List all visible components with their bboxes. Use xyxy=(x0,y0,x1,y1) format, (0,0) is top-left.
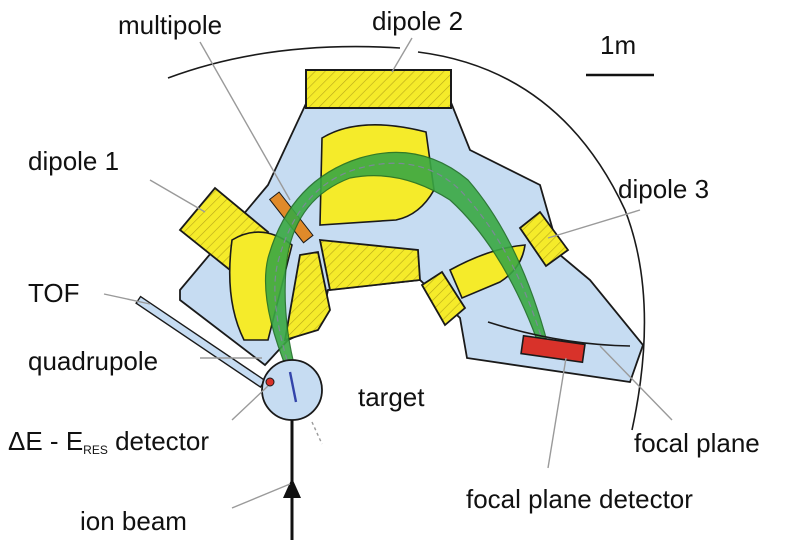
target-chamber xyxy=(261,359,323,421)
leader-dipole2 xyxy=(391,37,413,73)
label-focal-plane-detector: focal plane detector xyxy=(466,484,693,514)
dipole-3-yoke xyxy=(518,210,570,268)
leader-tof xyxy=(103,293,151,305)
dipole-3-inner-yoke xyxy=(420,270,467,327)
label-detector: ΔE - ERES detector xyxy=(8,426,209,457)
label-detector-prefix: ΔE - E xyxy=(8,426,83,456)
leader-dipole3 xyxy=(547,209,641,239)
target-foil xyxy=(288,371,298,403)
label-target: target xyxy=(358,382,425,412)
label-scale: 1m xyxy=(600,30,636,60)
detector-marker xyxy=(265,377,275,387)
dipole-2-yoke xyxy=(305,69,452,109)
label-quadrupole: quadrupole xyxy=(28,346,158,376)
outer-arc-right xyxy=(417,51,646,431)
label-detector-suffix: detector xyxy=(108,426,210,456)
label-multipole: multipole xyxy=(118,10,222,40)
focal-plane-detector xyxy=(520,334,586,364)
label-dipole1: dipole 1 xyxy=(28,146,119,176)
ion-beam-arrowhead xyxy=(283,478,301,498)
label-focal-plane: focal plane xyxy=(634,428,760,458)
label-dipole2: dipole 2 xyxy=(372,6,463,36)
leader-multipole xyxy=(199,41,291,201)
leader-target-tick xyxy=(311,421,323,445)
label-detector-sub: RES xyxy=(83,443,108,457)
label-dipole3: dipole 3 xyxy=(618,174,709,204)
focal-plane-line xyxy=(487,321,631,347)
leader-detector xyxy=(231,385,269,421)
label-tof: TOF xyxy=(28,278,80,308)
outer-arc-top xyxy=(167,45,401,79)
leader-focal-plane xyxy=(599,345,673,421)
leader-dipole1 xyxy=(149,179,206,213)
central-trajectory xyxy=(274,162,545,371)
leader-focal-plane-detector xyxy=(547,357,567,469)
label-ion-beam: ion beam xyxy=(80,506,187,536)
dipole-2-lower-yoke xyxy=(318,238,421,291)
leader-ion-beam xyxy=(231,483,291,509)
